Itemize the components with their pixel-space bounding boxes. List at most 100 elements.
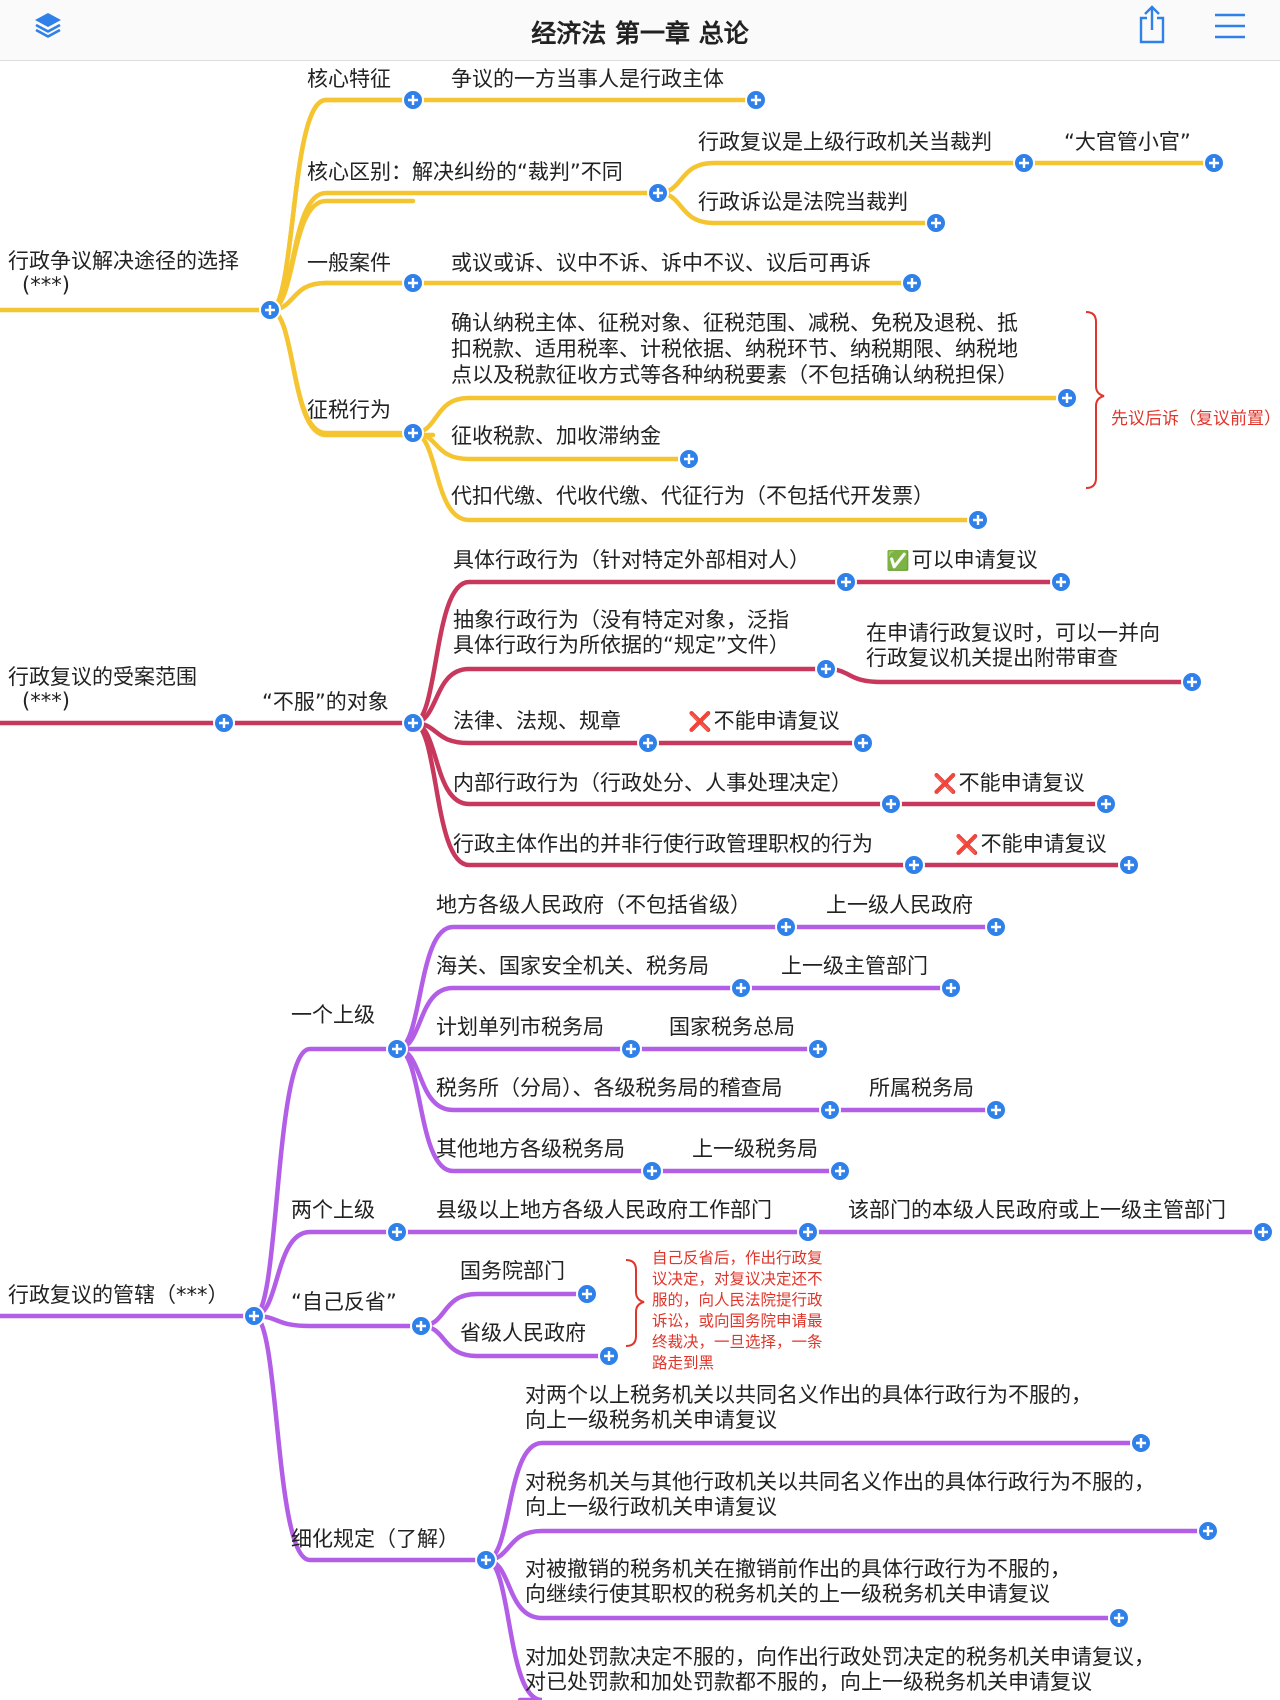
expand-button[interactable] [386, 1221, 408, 1243]
expand-button[interactable] [402, 712, 424, 734]
expand-button[interactable] [819, 1099, 841, 1121]
expand-button[interactable] [1197, 1520, 1219, 1542]
node-one-sup-item-3[interactable]: 计划单列市税务局 [436, 1015, 604, 1039]
node-one-sup-item-1[interactable]: 地方各级人民政府（不包括省级） [436, 893, 751, 917]
node-review-judge[interactable]: 行政复议是上级行政机关当裁判 [698, 130, 992, 154]
node-one-sup-result-2[interactable]: 上一级主管部门 [781, 954, 928, 978]
expand-button[interactable] [386, 1038, 408, 1060]
expand-button[interactable] [730, 977, 752, 999]
node-lawsuit-judge[interactable]: 行政诉讼是法院当裁判 [698, 190, 908, 214]
node-two-superiors-result[interactable]: 该部门的本级人民政府或上一级主管部门 [848, 1198, 1226, 1222]
node-general-cases[interactable]: 一般案件 [307, 251, 391, 275]
expand-button[interactable] [647, 182, 669, 204]
expand-button[interactable] [967, 509, 989, 531]
expand-button[interactable] [576, 1283, 598, 1305]
expand-button[interactable] [940, 977, 962, 999]
node-one-sup-result-5[interactable]: 上一级税务局 [692, 1137, 818, 1161]
node-dispute-resolution-root[interactable]: 行政争议解决途径的选择 (***) [8, 249, 239, 297]
node-scope-item-4[interactable]: 内部行政行为（行政处分、人事处理决定） [453, 771, 852, 795]
node-scope-result-5[interactable]: ❌不能申请复议 [955, 831, 1107, 858]
node-review-scope-root[interactable]: 行政复议的受案范围 (***) [8, 665, 197, 713]
expand-button[interactable] [402, 422, 424, 444]
node-tax-leaf-3[interactable]: 代扣代缴、代收代缴、代征行为（不包括代开发票） [451, 484, 934, 508]
expand-button[interactable] [797, 1221, 819, 1243]
node-details[interactable]: 细化规定（了解） [291, 1527, 459, 1551]
node-detail-item-2[interactable]: 对税务机关与其他行政机关以共同名义作出的具体行政行为不服的， 向上一级行政机关申… [525, 1470, 1155, 1520]
node-scope-result-4[interactable]: ❌不能申请复议 [933, 770, 1085, 797]
node-self-item-1[interactable]: 国务院部门 [460, 1259, 565, 1283]
expand-button[interactable] [1050, 571, 1072, 593]
expand-button[interactable] [815, 658, 837, 680]
expand-button[interactable] [903, 854, 925, 876]
expand-button[interactable] [213, 712, 235, 734]
expand-button[interactable] [985, 1099, 1007, 1121]
expand-button[interactable] [1013, 152, 1035, 174]
expand-button[interactable] [637, 732, 659, 754]
node-general-cases-leaf[interactable]: 或议或诉、议中不诉、诉中不议、议后可再诉 [451, 251, 871, 275]
expand-button[interactable] [243, 1305, 265, 1327]
expand-button[interactable] [678, 448, 700, 470]
expand-button[interactable] [1252, 1221, 1274, 1243]
expand-button[interactable] [1118, 854, 1140, 876]
expand-button[interactable] [641, 1160, 663, 1182]
expand-button[interactable] [1056, 387, 1078, 409]
expand-button[interactable] [835, 571, 857, 593]
node-self-item-2[interactable]: 省级人民政府 [460, 1321, 586, 1345]
expand-button[interactable] [259, 299, 281, 321]
node-one-sup-item-5[interactable]: 其他地方各级税务局 [436, 1137, 625, 1161]
node-one-sup-result-3[interactable]: 国家税务总局 [669, 1015, 795, 1039]
expand-button[interactable] [807, 1038, 829, 1060]
node-one-sup-item-2[interactable]: 海关、国家安全机关、税务局 [436, 954, 709, 978]
node-core-feature-leaf[interactable]: 争议的一方当事人是行政主体 [451, 67, 724, 91]
expand-button[interactable] [852, 732, 874, 754]
expand-button[interactable] [925, 212, 947, 234]
node-detail-item-4[interactable]: 对加处罚款决定不服的，向作出行政处罚决定的税务机关申请复议， 对已处罚款和加处罚… [525, 1645, 1155, 1695]
node-one-superior[interactable]: 一个上级 [291, 1003, 375, 1027]
node-one-sup-item-4[interactable]: 税务所（分局）、各级税务局的稽查局 [436, 1076, 783, 1100]
expand-button[interactable] [402, 89, 424, 111]
expand-button[interactable] [1095, 793, 1117, 815]
expand-button[interactable] [1108, 1607, 1130, 1629]
node-two-superiors-label[interactable]: 县级以上地方各级人民政府工作部门 [436, 1198, 772, 1222]
node-scope-item-1[interactable]: 具体行政行为（针对特定外部相对人） [453, 548, 810, 572]
expand-button[interactable] [985, 916, 1007, 938]
node-detail-item-1[interactable]: 对两个以上税务机关以共同名义作出的具体行政行为不服的， 向上一级税务机关申请复议 [525, 1383, 1092, 1433]
node-scope-result-1[interactable]: ✅可以申请复议 [886, 547, 1038, 574]
expand-button[interactable] [880, 793, 902, 815]
layers-icon[interactable] [30, 8, 66, 44]
node-scope-item-5[interactable]: 行政主体作出的并非行使行政管理职权的行为 [453, 832, 873, 856]
node-review-judge-note[interactable]: “大官管小官” [1064, 130, 1191, 154]
node-scope-result-2[interactable]: 在申请行政复议时，可以一并向 行政复议机关提出附带审查 [866, 621, 1160, 671]
expand-button[interactable] [475, 1549, 497, 1571]
node-detail-item-3[interactable]: 对被撤销的税务机关在撤销前作出的具体行政行为不服的， 向继续行使其职权的税务机关… [525, 1557, 1071, 1607]
node-one-sup-result-1[interactable]: 上一级人民政府 [826, 893, 973, 917]
expand-button[interactable] [598, 1345, 620, 1367]
share-icon[interactable] [1134, 4, 1170, 46]
node-scope-result-3[interactable]: ❌不能申请复议 [688, 708, 840, 735]
node-tax-leaf-2[interactable]: 征收税款、加收滞纳金 [451, 424, 661, 448]
menu-icon[interactable] [1212, 10, 1248, 42]
node-scope-item-3[interactable]: 法律、法规、规章 [453, 709, 621, 733]
expand-button[interactable] [1203, 152, 1225, 174]
node-core-feature[interactable]: 核心特征 [307, 67, 391, 91]
node-tax-acts[interactable]: 征税行为 [307, 398, 391, 422]
expand-button[interactable] [1181, 671, 1203, 693]
plus-icon [604, 1351, 614, 1361]
expand-button[interactable] [775, 916, 797, 938]
expand-button[interactable] [1130, 1432, 1152, 1454]
node-two-superiors[interactable]: 两个上级 [291, 1198, 375, 1222]
node-self-reflect[interactable]: “自己反省” [291, 1290, 397, 1314]
expand-button[interactable] [745, 89, 767, 111]
expand-button[interactable] [901, 272, 923, 294]
node-jurisdiction-root[interactable]: 行政复议的管辖（***） [8, 1283, 229, 1307]
node-tax-leaf-1[interactable]: 确认纳税主体、征税对象、征税范围、减税、免税及退税、抵 扣税款、适用税率、计税依… [451, 310, 1018, 388]
expand-button[interactable] [829, 1160, 851, 1182]
expand-button[interactable] [620, 1038, 642, 1060]
expand-button[interactable] [402, 272, 424, 294]
expand-button[interactable] [410, 1315, 432, 1337]
node-scope-item-2[interactable]: 抽象行政行为（没有特定对象，泛指 具体行政行为所依据的“规定”文件） [453, 608, 790, 658]
node-one-sup-result-4[interactable]: 所属税务局 [869, 1076, 974, 1100]
node-core-difference[interactable]: 核心区别：解决纠纷的“裁判”不同 [307, 160, 623, 184]
node-object[interactable]: “不服”的对象 [262, 690, 389, 714]
mindmap-canvas[interactable]: 行政争议解决途径的选择 (***) 核心特征 争议的一方当事人是行政主体 核心区… [0, 60, 1280, 1700]
